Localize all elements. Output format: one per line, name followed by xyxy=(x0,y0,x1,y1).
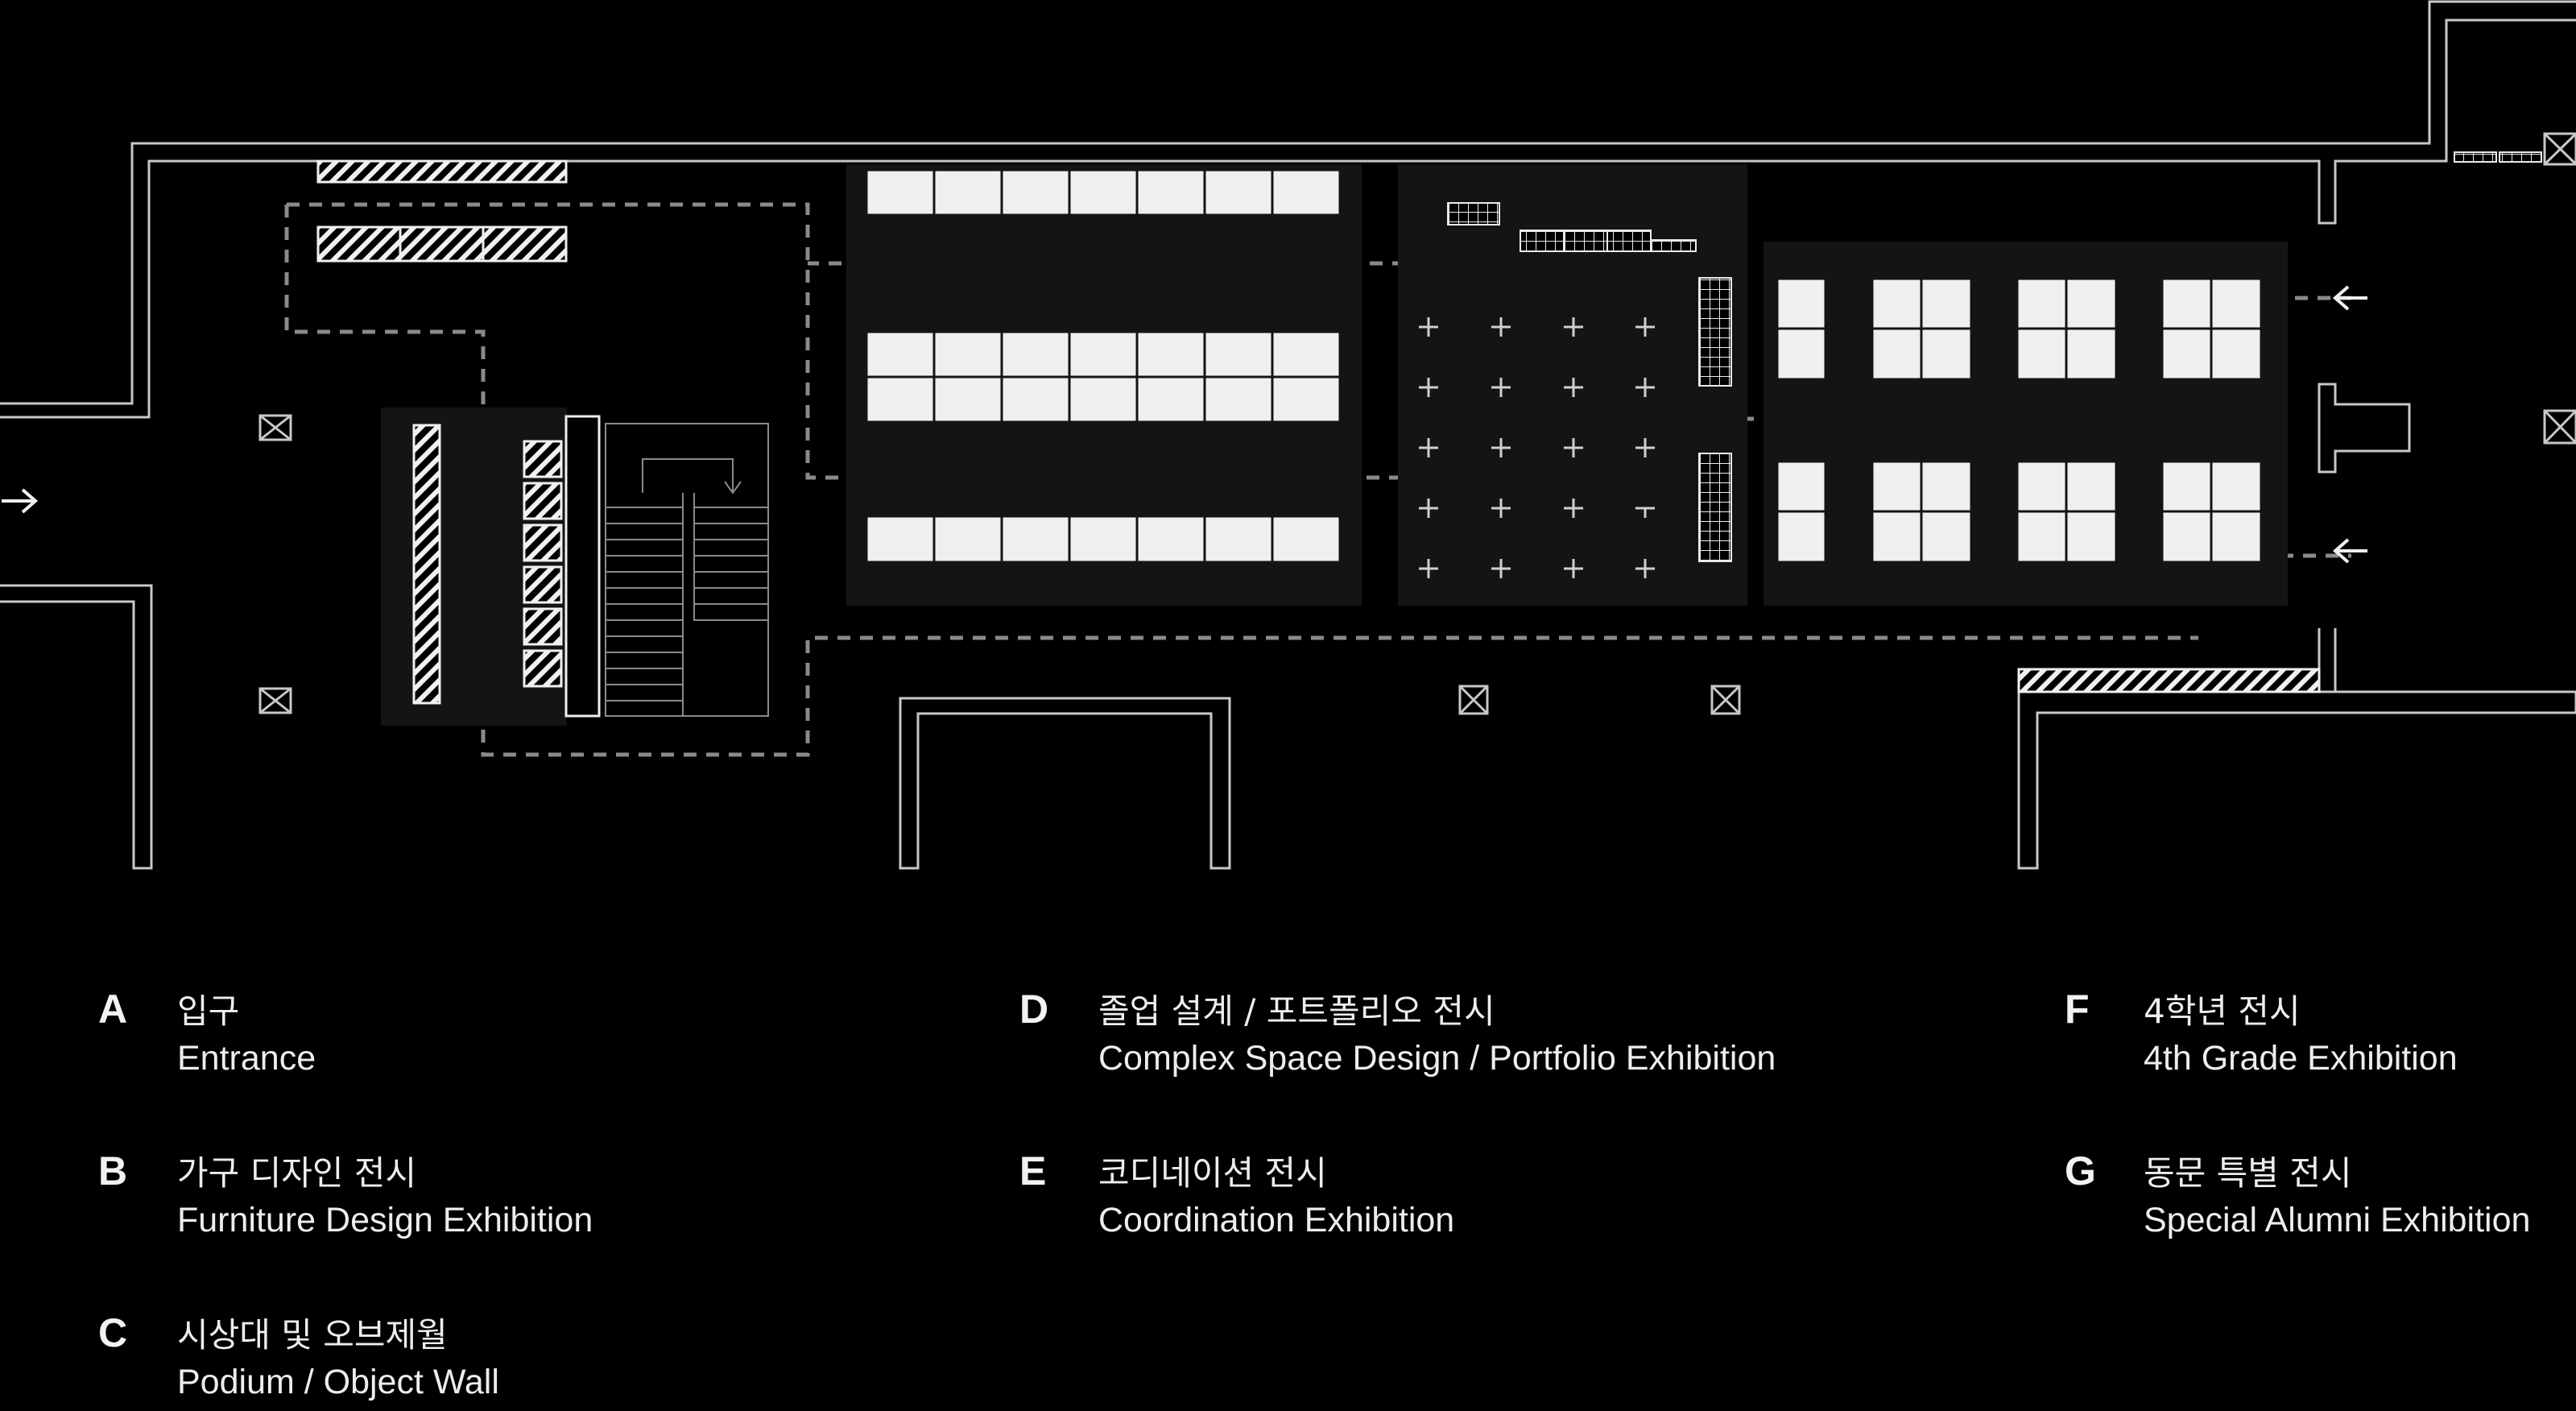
entrance-arrow-icon xyxy=(2,488,39,514)
side-arrow-icon xyxy=(2332,285,2367,564)
legend-letter: C xyxy=(98,1310,128,1355)
grade-panel-dividers xyxy=(1777,279,2261,562)
hatched-bench xyxy=(316,226,568,263)
legend-letter: B xyxy=(98,1148,128,1194)
legend-label-en: Coordination Exhibition xyxy=(1098,1201,1455,1239)
panel-dividers xyxy=(866,170,1340,562)
floor-plan xyxy=(0,0,2576,870)
legend-label-ko: 시상대 및 오브제월 xyxy=(177,1315,448,1355)
legend-label-en: Furniture Design Exhibition xyxy=(177,1201,593,1239)
hatched-wall-top xyxy=(316,159,568,184)
legend-letter: G xyxy=(2065,1148,2096,1194)
legend-letter: A xyxy=(98,987,128,1032)
legend-letter: F xyxy=(2065,987,2090,1032)
podium-stack xyxy=(523,440,563,688)
alumni-wall xyxy=(2017,668,2321,693)
legend-label-ko: 동문 특별 전시 xyxy=(2144,1153,2352,1193)
legend-label-ko: 4학년 전시 xyxy=(2144,991,2301,1031)
legend-letter: D xyxy=(1019,987,1049,1032)
legend-label-ko: 코디네이션 전시 xyxy=(1098,1153,1327,1193)
portfolio-panels xyxy=(865,168,1342,564)
legend-label-ko: 가구 디자인 전시 xyxy=(177,1153,417,1193)
legend-label-en: Entrance xyxy=(177,1039,316,1078)
legend-label-en: Complex Space Design / Portfolio Exhibit… xyxy=(1098,1039,1776,1078)
legend-label-en: 4th Grade Exhibition xyxy=(2144,1039,2458,1078)
coordination-grids xyxy=(1447,202,1732,562)
counter xyxy=(564,415,601,718)
display-markers xyxy=(1419,317,1655,578)
legend-label-en: Podium / Object Wall xyxy=(177,1363,499,1401)
legend-letter: E xyxy=(1019,1148,1047,1194)
legend-label-ko: 입구 xyxy=(177,991,240,1031)
staircase xyxy=(605,423,769,717)
column-markers xyxy=(258,132,2576,715)
alumni-display-top xyxy=(2454,151,2542,163)
legend-label-en: Special Alumni Exhibition xyxy=(2144,1201,2531,1239)
object-wall xyxy=(412,424,441,705)
legend-label-ko: 졸업 설계 / 포트폴리오 전시 xyxy=(1098,991,1495,1031)
